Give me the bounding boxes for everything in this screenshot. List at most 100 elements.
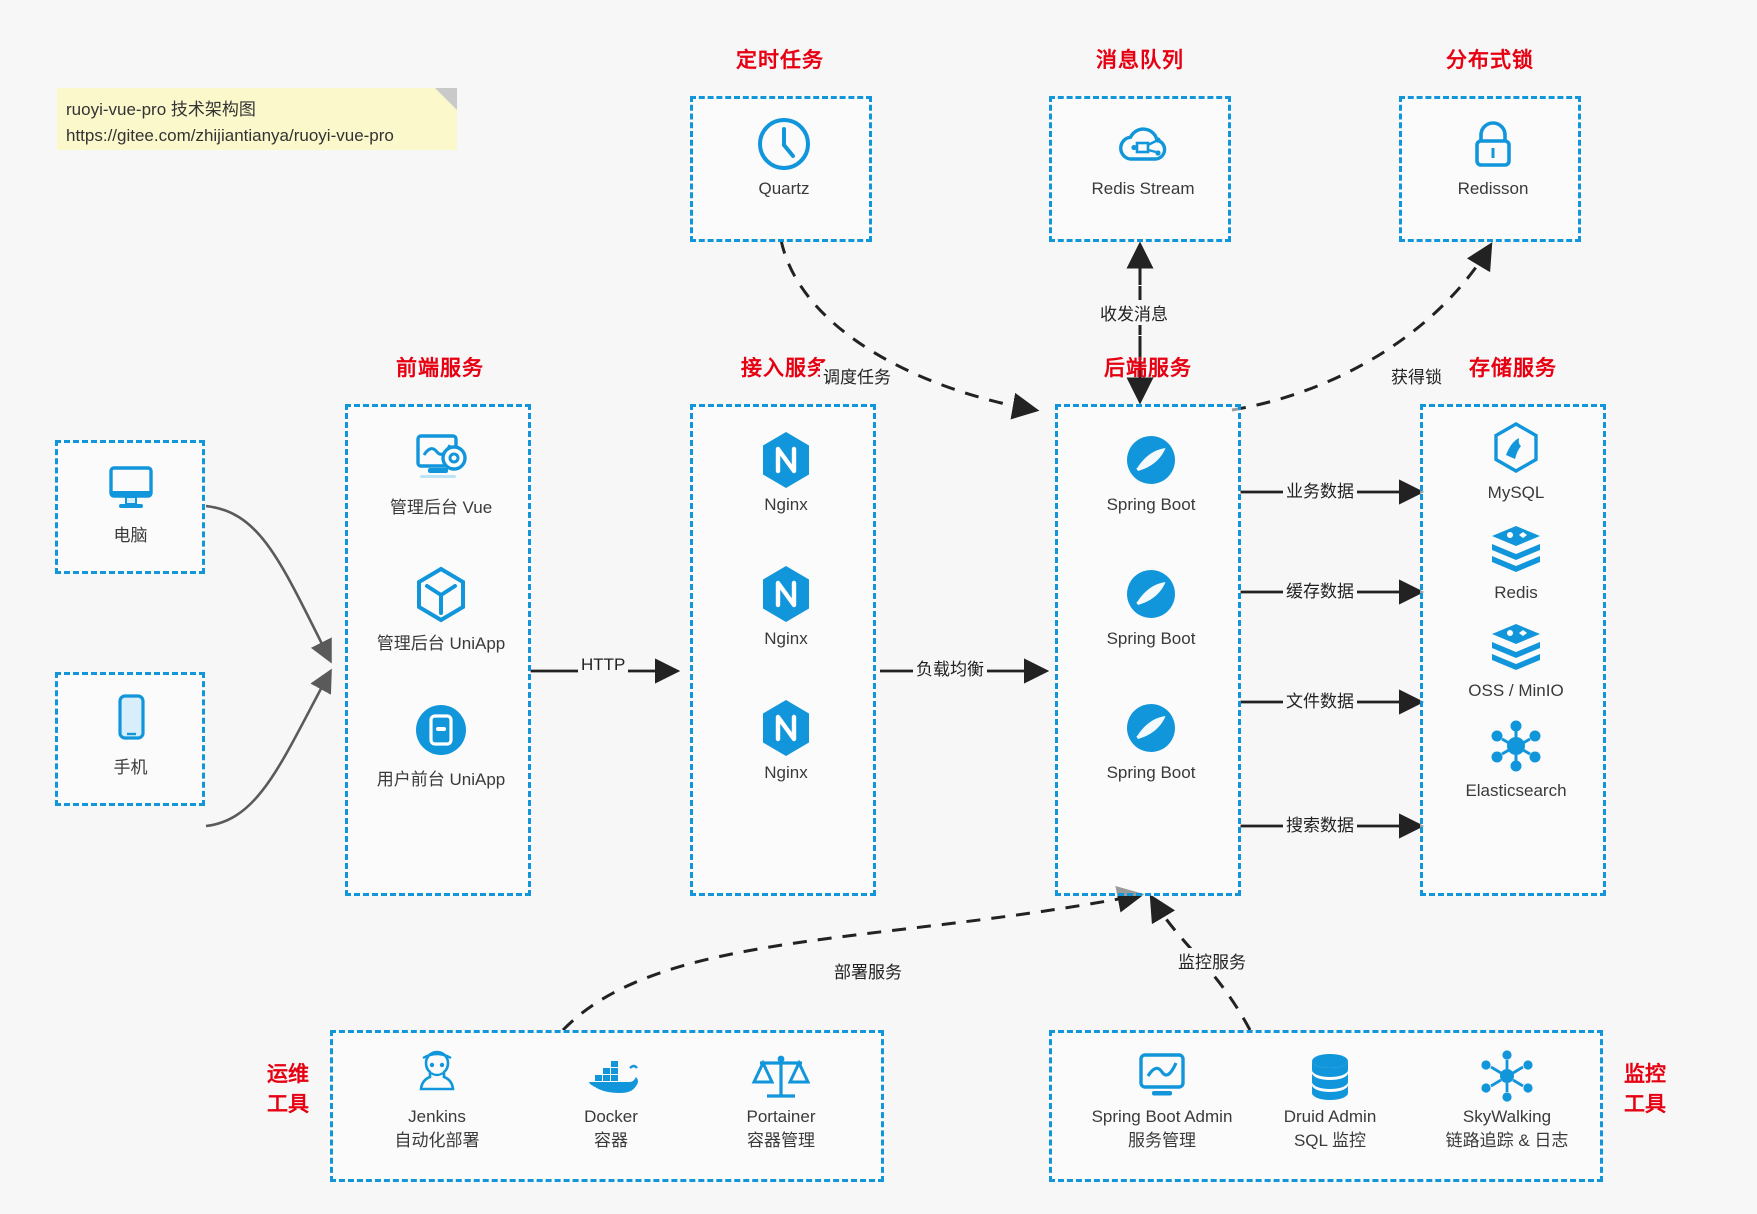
group-title-gateway: 接入服务 <box>741 357 829 380</box>
note-line-1: ruoyi-vue-pro 技术架构图 <box>66 100 256 119</box>
group-title-monitor-line2: 工具 <box>1624 1093 1666 1116</box>
node-label: MySQL <box>1487 483 1545 502</box>
cube-icon <box>361 565 521 623</box>
monitor-chart-icon <box>1062 1047 1262 1105</box>
node-label: 电脑 <box>113 526 148 545</box>
edge-label-business-data: 业务数据 <box>1283 477 1357 502</box>
node-label: 管理后台 UniApp <box>376 634 506 653</box>
redis-icon <box>1436 519 1596 577</box>
node-portainer[interactable]: Portainer 容器管理 <box>701 1047 861 1153</box>
node-mysql[interactable]: MySQL <box>1436 419 1596 503</box>
edge-label-cache-data: 缓存数据 <box>1283 577 1357 602</box>
docker-icon <box>531 1047 691 1105</box>
node-sublabel: 容器 <box>594 1131 628 1150</box>
spring-boot-icon <box>1071 431 1231 489</box>
edge-backend-to-redisson <box>1231 242 1493 412</box>
node-sublabel: SQL 监控 <box>1293 1131 1367 1150</box>
node-label: Nginx <box>764 495 808 514</box>
cloud-stream-icon <box>1063 115 1223 173</box>
desktop-icon <box>53 457 208 515</box>
group-title-frontend: 前端服务 <box>396 357 484 380</box>
node-desktop[interactable]: 电脑 <box>53 457 208 546</box>
node-label: Nginx <box>764 629 808 648</box>
node-quartz[interactable]: Quartz <box>704 115 864 199</box>
clock-icon <box>704 115 864 173</box>
node-label: Redisson <box>1457 179 1529 198</box>
group-title-devops-line2: 工具 <box>267 1093 309 1116</box>
edge-desktop-to-frontend <box>205 504 332 664</box>
node-label: OSS / MinIO <box>1468 681 1564 700</box>
node-mobile[interactable]: 手机 <box>53 689 208 778</box>
edge-label-schedule-task: 调度任务 <box>820 363 894 388</box>
node-label: 手机 <box>113 758 148 777</box>
nginx-icon <box>706 565 866 623</box>
node-label: Elasticsearch <box>1465 781 1567 800</box>
node-docker[interactable]: Docker 容器 <box>531 1047 691 1153</box>
elasticsearch-icon <box>1436 717 1596 775</box>
node-druid-admin[interactable]: Druid Admin SQL 监控 <box>1250 1047 1410 1153</box>
node-skywalking[interactable]: SkyWalking 链路追踪 & 日志 <box>1412 1047 1602 1153</box>
group-box-desktop: 电脑 <box>55 440 205 574</box>
note-line-2: https://gitee.com/zhijiantianya/ruoyi-vu… <box>66 126 394 145</box>
edge-label-monitor-service: 监控服务 <box>1175 948 1249 973</box>
group-box-backend: Spring Boot Spring Boot Spring Boot <box>1055 404 1241 896</box>
nginx-icon <box>706 699 866 757</box>
node-spring-boot-admin[interactable]: Spring Boot Admin 服务管理 <box>1062 1047 1262 1153</box>
edge-mobile-to-frontend <box>205 668 332 828</box>
mysql-icon <box>1436 419 1596 477</box>
app-icon <box>361 701 521 759</box>
edge-label-acquire-lock: 获得锁 <box>1388 363 1445 388</box>
node-nginx-3[interactable]: Nginx <box>706 699 866 783</box>
node-label: Redis Stream <box>1091 179 1195 198</box>
node-sublabel: 链路追踪 & 日志 <box>1445 1131 1569 1150</box>
group-box-monitor: Spring Boot Admin 服务管理 Druid Admin SQL 监… <box>1049 1030 1603 1182</box>
node-label: 管理后台 Vue <box>389 498 493 517</box>
node-label: Quartz <box>758 179 810 198</box>
group-title-monitor: 监控 工具 <box>1612 1060 1678 1120</box>
node-redis[interactable]: Redis <box>1436 519 1596 603</box>
note-fold-icon <box>435 88 457 110</box>
node-sublabel: 服务管理 <box>1128 1131 1196 1150</box>
node-label: Docker <box>584 1107 638 1126</box>
node-oss-minio[interactable]: OSS / MinIO <box>1436 617 1596 701</box>
edge-label-http: HTTP <box>578 655 629 675</box>
node-nginx-2[interactable]: Nginx <box>706 565 866 649</box>
node-spring-boot-3[interactable]: Spring Boot <box>1071 699 1231 783</box>
node-label: Jenkins <box>408 1107 466 1126</box>
group-title-mq: 消息队列 <box>1096 49 1184 72</box>
group-box-lock: Redisson <box>1399 96 1581 242</box>
mobile-icon <box>53 689 208 747</box>
node-jenkins[interactable]: Jenkins 自动化部署 <box>357 1047 517 1153</box>
node-spring-boot-2[interactable]: Spring Boot <box>1071 565 1231 649</box>
spring-boot-icon <box>1071 699 1231 757</box>
node-admin-vue[interactable]: 管理后台 Vue <box>361 429 521 518</box>
group-box-devops: Jenkins 自动化部署 Docker 容器 <box>330 1030 884 1182</box>
group-box-schedule: Quartz <box>690 96 872 242</box>
group-title-devops-line1: 运维 <box>267 1063 309 1086</box>
portainer-icon <box>701 1047 861 1105</box>
group-title-schedule: 定时任务 <box>736 49 824 72</box>
group-box-storage: MySQL Redis <box>1420 404 1606 896</box>
group-box-mobile: 手机 <box>55 672 205 806</box>
group-box-gateway: Nginx Nginx Nginx <box>690 404 876 896</box>
oss-minio-icon <box>1436 617 1596 675</box>
node-user-uniapp[interactable]: 用户前台 UniApp <box>361 701 521 790</box>
node-spring-boot-1[interactable]: Spring Boot <box>1071 431 1231 515</box>
edge-label-deploy-service: 部署服务 <box>831 958 905 983</box>
spring-boot-icon <box>1071 565 1231 623</box>
node-nginx-1[interactable]: Nginx <box>706 431 866 515</box>
node-admin-uniapp[interactable]: 管理后台 UniApp <box>361 565 521 654</box>
group-title-backend: 后端服务 <box>1104 357 1192 380</box>
node-label: Spring Boot <box>1106 763 1196 782</box>
edge-label-search-data: 搜索数据 <box>1283 811 1357 836</box>
node-elasticsearch[interactable]: Elasticsearch <box>1436 717 1596 801</box>
jenkins-icon <box>357 1047 517 1105</box>
node-sublabel: 自动化部署 <box>394 1131 480 1150</box>
dashboard-gear-icon <box>361 429 521 487</box>
node-redis-stream[interactable]: Redis Stream <box>1063 115 1223 199</box>
node-label: SkyWalking <box>1462 1107 1552 1126</box>
node-label: Redis <box>1494 583 1538 602</box>
node-label: Druid Admin <box>1283 1107 1377 1126</box>
node-redisson[interactable]: Redisson <box>1413 115 1573 199</box>
